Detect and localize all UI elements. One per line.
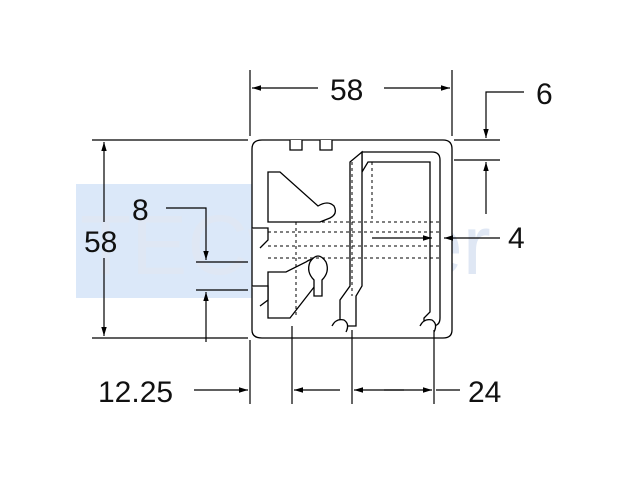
right-channel — [361, 151, 441, 327]
bottom-groove-left — [331, 318, 349, 333]
upper-cavity — [267, 171, 336, 223]
central-web — [339, 150, 363, 327]
dimension-width-top: 58 — [249, 70, 453, 136]
keyhole — [308, 255, 328, 297]
dim-slot-left-label: 8 — [132, 194, 149, 227]
dimension-slot-top: 6 — [454, 78, 553, 214]
aluminum-profile — [251, 139, 453, 339]
dim-slot-top-label: 6 — [536, 78, 553, 111]
top-slot — [289, 140, 333, 151]
dimension-height-left: 58 — [84, 139, 248, 339]
left-slot-lower — [252, 285, 269, 307]
dim-offset-bottom-right-label: 24 — [468, 376, 501, 409]
dim-width-top-label: 58 — [330, 74, 363, 107]
left-slot-upper — [252, 227, 269, 249]
dimension-offset-bottom-right: 24 — [351, 330, 501, 409]
dim-height-left-label: 58 — [84, 226, 117, 259]
watermark-box — [76, 184, 254, 298]
bottom-groove-right — [419, 318, 437, 333]
dim-slot-right-label: 4 — [508, 222, 525, 255]
dimension-slot-left: 8 — [132, 194, 248, 342]
dim-offset-bottom-left-label: 12.25 — [98, 376, 173, 409]
dimension-offset-bottom-left: 12.25 — [98, 326, 340, 409]
dimension-slot-right: 4 — [372, 222, 525, 255]
